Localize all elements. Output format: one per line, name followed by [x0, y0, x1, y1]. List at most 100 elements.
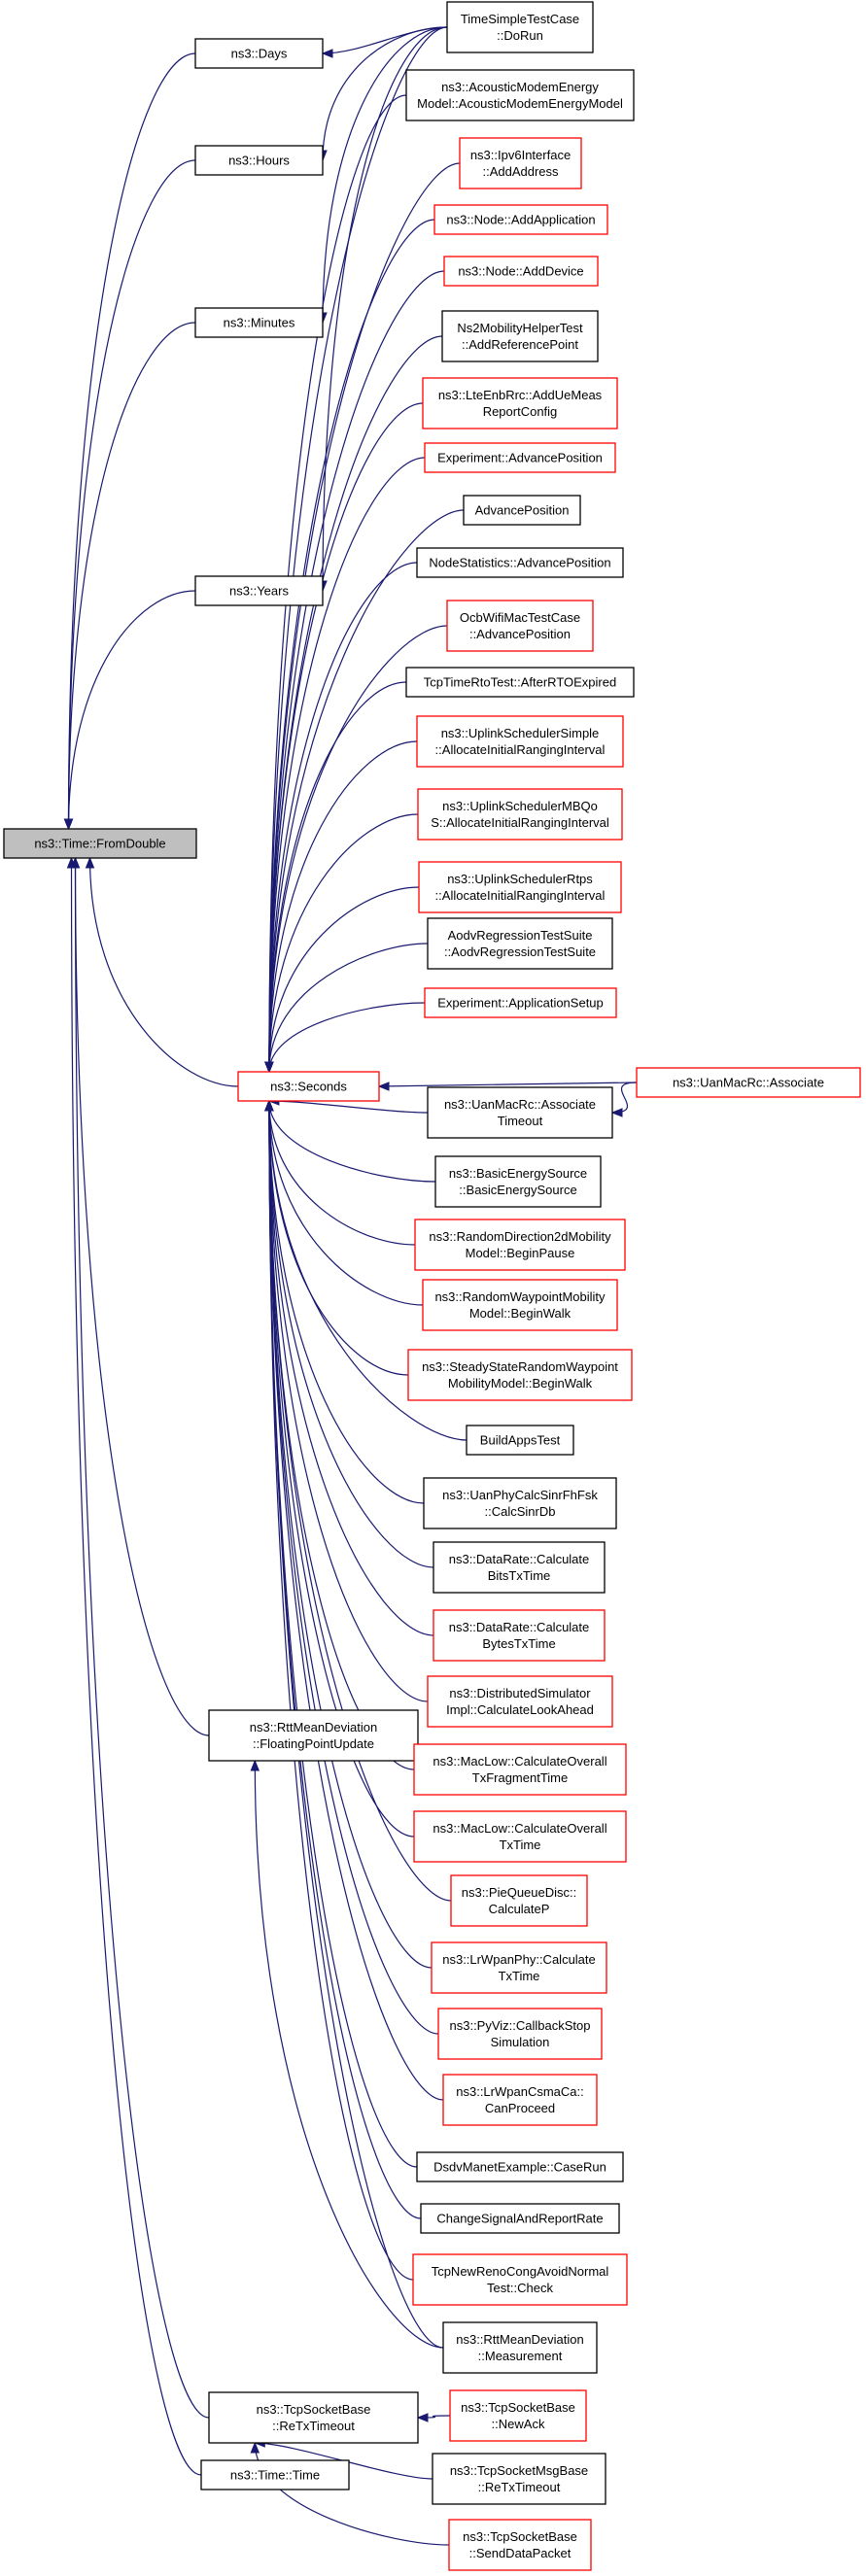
node-lrwpancsma[interactable]: ns3::LrWpanCsmaCa::CanProceed	[442, 2074, 598, 2126]
edge-pyviz-to-seconds	[268, 1100, 439, 2035]
edge-ulsimple-to-seconds	[268, 740, 418, 1073]
node-ulrtps[interactable]: ns3::UplinkSchedulerRtps::AllocateInitia…	[418, 861, 622, 913]
node-box	[424, 442, 616, 473]
node-nodedev[interactable]: ns3::Node::AddDevice	[443, 256, 599, 287]
node-label: ns3::MacLow::CalculateOverall	[433, 1754, 606, 1769]
node-box	[427, 1086, 613, 1139]
node-label: ns3::RttMeanDeviation	[250, 1720, 378, 1735]
node-rwp[interactable]: ns3::RandomWaypointMobilityModel::BeginW…	[422, 1279, 618, 1331]
node-label: S::AllocateInitialRangingInterval	[431, 815, 609, 830]
node-ocbwifi[interactable]: OcbWifiMacTestCase::AdvancePosition	[446, 600, 594, 652]
node-rttfp[interactable]: ns3::RttMeanDeviation::FloatingPointUpda…	[208, 1709, 419, 1762]
node-box	[450, 1874, 588, 1927]
node-box	[412, 2253, 628, 2306]
node-aodv[interactable]: AodvRegressionTestSuite::AodvRegressionT…	[427, 917, 613, 970]
edge-timesimple-to-seconds	[268, 26, 448, 1073]
edge-lrwpancsma-to-seconds	[268, 1100, 444, 2101]
edge-uanphy-to-seconds	[268, 1100, 425, 1504]
node-distsim[interactable]: ns3::DistributedSimulatorImpl::Calculate…	[427, 1675, 613, 1728]
node-years[interactable]: ns3::Years	[194, 575, 324, 606]
edge-distsim-to-seconds	[268, 1100, 429, 1702]
arrowhead	[416, 2413, 429, 2422]
node-rd2d[interactable]: ns3::RandomDirection2dMobilityModel::Beg…	[414, 1219, 626, 1271]
node-fromdouble[interactable]: ns3::Time::FromDouble	[3, 828, 197, 859]
node-label: ::AllocateInitialRangingInterval	[435, 742, 606, 757]
edge-drbytes-to-seconds	[268, 1100, 434, 1636]
node-label: ns3::UanPhyCalcSinrFhFsk	[442, 1488, 598, 1502]
edge-buildapps-to-seconds	[268, 1100, 468, 1441]
node-days[interactable]: ns3::Days	[194, 38, 324, 69]
node-maclowfrag[interactable]: ns3::MacLow::CalculateOverallTxFragmentT…	[413, 1743, 627, 1796]
node-buildapps[interactable]: BuildAppsTest	[466, 1425, 574, 1456]
edge-dsdv-to-seconds	[268, 1100, 418, 2168]
node-box	[441, 310, 599, 362]
edge-rd2d-to-seconds	[268, 1100, 416, 1246]
edge-basicenergy-to-seconds	[268, 1100, 436, 1183]
edge-expapp-to-seconds	[268, 1002, 426, 1073]
node-box	[200, 2459, 350, 2490]
node-label: ns3::UanMacRc::Associate	[673, 1076, 824, 1090]
node-basicenergy[interactable]: ns3::BasicEnergySource::BasicEnergySourc…	[434, 1155, 602, 1208]
node-ns2mob[interactable]: Ns2MobilityHelperTest::AddReferencePoint	[441, 310, 599, 362]
node-label: ns3::UplinkSchedulerSimple	[441, 726, 600, 740]
node-label: BytesTxTime	[482, 1636, 555, 1651]
node-ulmbqos[interactable]: ns3::UplinkSchedulerMBQoS::AllocateIniti…	[417, 788, 623, 841]
edge-uanassoc-to-uanassoct	[611, 1082, 638, 1114]
node-seconds[interactable]: ns3::Seconds	[237, 1071, 380, 1102]
node-dsdv[interactable]: DsdvManetExample::CaseRun	[416, 2151, 624, 2182]
node-box	[422, 1279, 618, 1331]
node-ulsimple[interactable]: ns3::UplinkSchedulerSimple::AllocateInit…	[416, 715, 624, 768]
node-box	[416, 715, 624, 768]
node-changesig[interactable]: ChangeSignalAndReportRate	[420, 2203, 620, 2234]
node-box	[418, 861, 622, 913]
node-label: ns3::RandomWaypointMobility	[434, 1289, 606, 1304]
node-tcpmsgretx[interactable]: ns3::TcpSocketMsgBase::ReTxTimeout	[432, 2453, 606, 2505]
node-minutes[interactable]: ns3::Minutes	[194, 307, 324, 338]
node-tcpretx[interactable]: ns3::TcpSocketBase::ReTxTimeout	[208, 2391, 419, 2444]
node-label: BitsTxTime	[488, 1568, 551, 1583]
node-label: ns3::SteadyStateRandomWaypoint	[422, 1359, 618, 1374]
node-tcpsenddata[interactable]: ns3::TcpSocketBase::SendDataPacket	[448, 2519, 592, 2571]
node-box	[413, 1743, 627, 1796]
node-tcpnewack[interactable]: ns3::TcpSocketBase::NewAck	[449, 2389, 587, 2442]
node-label: ns3::Time::Time	[230, 2468, 320, 2483]
node-nodeapp[interactable]: ns3::Node::AddApplication	[433, 204, 608, 235]
node-label: ns3::Minutes	[224, 316, 295, 330]
node-box	[237, 1071, 380, 1102]
node-box	[405, 667, 635, 698]
node-label: ns3::AcousticModemEnergy	[441, 80, 599, 94]
edge-ipv6-to-seconds	[268, 162, 461, 1073]
node-label: ns3::BasicEnergySource	[449, 1166, 587, 1181]
node-uanassoc[interactable]: ns3::UanMacRc::Associate	[636, 1067, 861, 1098]
node-uanphy[interactable]: ns3::UanPhyCalcSinrFhFsk::CalcSinrDb	[423, 1477, 617, 1529]
node-rttmeas[interactable]: ns3::RttMeanDeviation::Measurement	[442, 2321, 598, 2374]
node-ssrwp[interactable]: ns3::SteadyStateRandomWaypointMobilityMo…	[407, 1349, 633, 1401]
node-advpos[interactable]: AdvancePosition	[463, 495, 581, 526]
node-nodestat[interactable]: NodeStatistics::AdvancePosition	[416, 547, 624, 578]
node-tcprto[interactable]: TcpTimeRtoTest::AfterRTOExpired	[405, 667, 635, 698]
node-label: ns3::TcpSocketBase	[463, 2529, 577, 2544]
node-expapp[interactable]: Experiment::ApplicationSetup	[424, 987, 617, 1018]
node-hours[interactable]: ns3::Hours	[194, 145, 324, 176]
edge-rttmeas-to-seconds	[268, 1100, 444, 2349]
edge-timesimple-to-hours	[322, 26, 448, 161]
node-pie[interactable]: ns3::PieQueueDisc::CalculateP	[450, 1874, 588, 1927]
node-acoustic[interactable]: ns3::AcousticModemEnergyModel::AcousticM…	[405, 69, 635, 121]
edge-maclowtx-to-seconds	[268, 1100, 415, 1838]
node-box	[432, 2453, 606, 2505]
node-expadv[interactable]: Experiment::AdvancePosition	[424, 442, 616, 473]
node-timesimple[interactable]: TimeSimpleTestCase::DoRun	[446, 1, 594, 53]
node-box	[433, 204, 608, 235]
node-timetime[interactable]: ns3::Time::Time	[200, 2459, 350, 2490]
node-label: ns3::Node::AddDevice	[458, 264, 583, 279]
node-box	[194, 575, 324, 606]
node-ipv6[interactable]: ns3::Ipv6Interface::AddAddress	[459, 137, 582, 189]
